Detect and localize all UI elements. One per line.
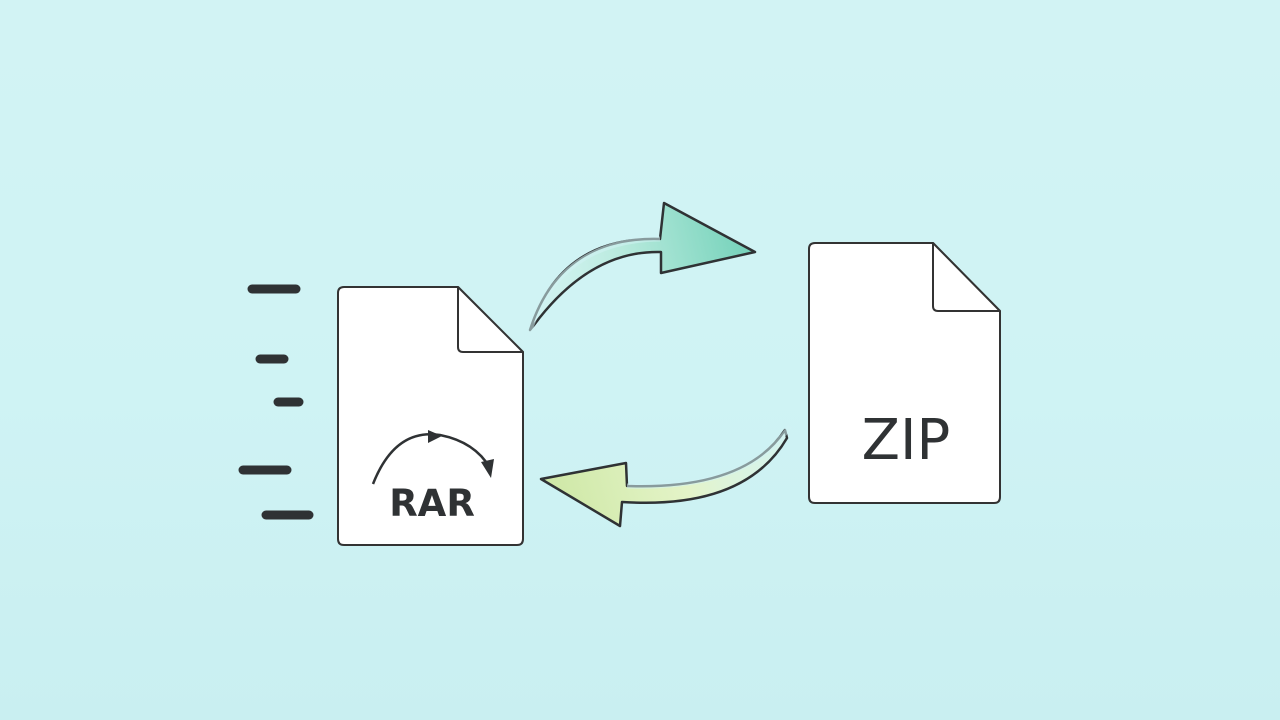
zip-file-label: ZIP bbox=[862, 408, 951, 473]
zip-file-fold bbox=[932, 242, 1001, 312]
arrow-right-icon bbox=[528, 201, 757, 332]
rar-file-fold bbox=[457, 286, 524, 353]
zip-file: ZIP bbox=[808, 242, 1001, 504]
arrow-left-icon bbox=[539, 428, 789, 528]
rar-file-label: RAR bbox=[389, 482, 475, 525]
rotate-arrow-icon bbox=[371, 430, 494, 485]
speed-lines-icon bbox=[238, 284, 314, 520]
rar-file: RAR bbox=[337, 286, 524, 546]
